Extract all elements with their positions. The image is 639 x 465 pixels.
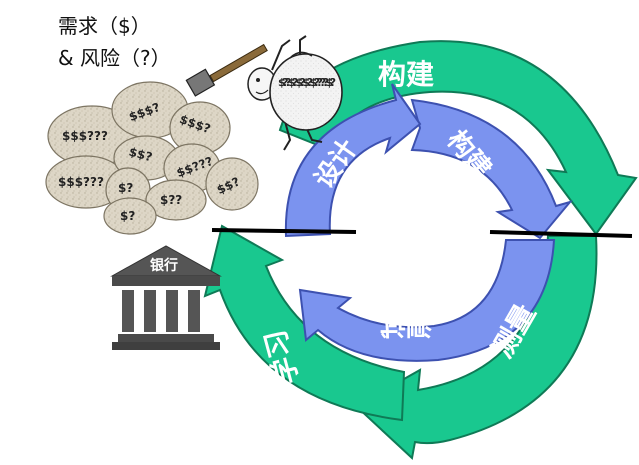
left-divider-line	[211, 228, 357, 234]
hammer-icon	[185, 43, 268, 97]
rock-label: $$$???	[58, 175, 104, 189]
bank-icon	[110, 245, 222, 350]
outer-green-ring	[203, 40, 638, 460]
inner-label-test: 测试	[380, 309, 432, 339]
risk-caption: & 风险（?）	[58, 46, 171, 70]
figure-carrying-bag-icon: $??$? $?$ ?$?? ??$?	[247, 35, 343, 151]
outer-label-build: 构建	[378, 58, 434, 91]
rock-label: $$$???	[62, 129, 108, 143]
outer-arc-learn	[203, 224, 406, 422]
inner-arc-build	[410, 98, 573, 240]
inner-blue-ring	[284, 83, 573, 362]
inner-arc-design	[284, 83, 422, 238]
bag-label: $??$? $?$ ?$?? ??$?	[278, 76, 336, 89]
rock-pile	[45, 81, 259, 235]
rock-label: $?	[118, 181, 133, 195]
outer-arc-measure	[354, 235, 598, 460]
inner-arc-test	[298, 239, 556, 362]
rock-label: $??	[160, 193, 182, 207]
bank-label: 银行	[150, 257, 178, 274]
right-divider-line	[489, 230, 633, 238]
rock-label: $?	[120, 209, 135, 223]
rock-label: $$?	[127, 145, 154, 165]
demand-caption: 需求（$）	[58, 14, 151, 38]
